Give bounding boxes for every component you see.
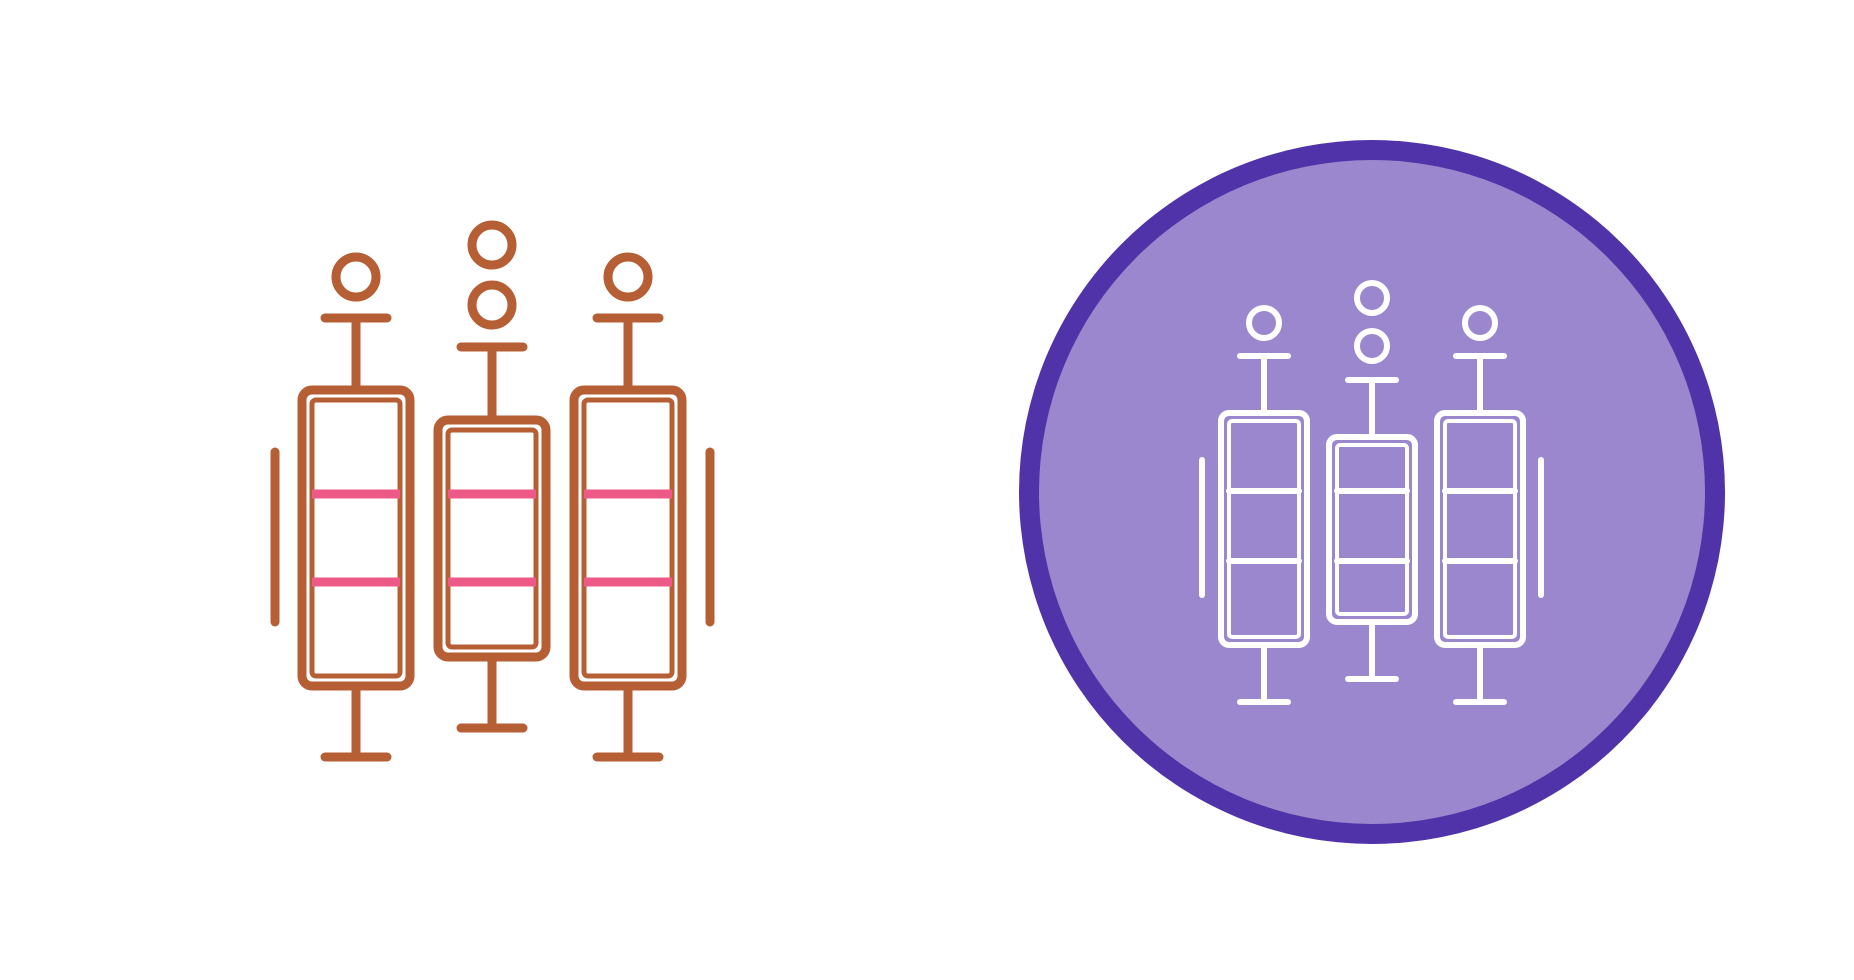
circle-box-2-inner	[1335, 443, 1409, 616]
box-1-outer	[297, 385, 415, 691]
circle-box-3-inner	[1443, 419, 1517, 639]
box-plot-outline-icon	[270, 220, 715, 762]
box-plot-circle-icon	[927, 0, 1854, 980]
white-box-plot	[1199, 280, 1544, 705]
box-1-inner	[309, 397, 403, 679]
box-2	[433, 220, 551, 733]
circle-box-3-outlier-dot	[1462, 305, 1498, 341]
box-2-outlier-dot-top	[467, 220, 517, 270]
box-plot-outline-svg	[270, 220, 715, 762]
box-1	[297, 252, 415, 762]
box-3	[569, 252, 687, 762]
circle-box-2-outlier-dot-bottom	[1354, 328, 1390, 364]
box-2-outer	[433, 415, 551, 662]
box-2-outlier-dot-bottom	[467, 280, 517, 330]
accent-lines	[312, 489, 672, 587]
box-1-outlier-dot	[331, 252, 381, 302]
box-3-outlier-dot	[603, 252, 653, 302]
circle-box-2-outlier-dot-top	[1354, 280, 1390, 316]
box-plot-circle-svg	[1019, 140, 1725, 844]
circle-box-1-inner	[1227, 419, 1301, 639]
box-2-inner	[445, 427, 539, 650]
box-3-outer	[569, 385, 687, 691]
box-3-inner	[581, 397, 675, 679]
circle-box-1-outlier-dot	[1246, 305, 1282, 341]
